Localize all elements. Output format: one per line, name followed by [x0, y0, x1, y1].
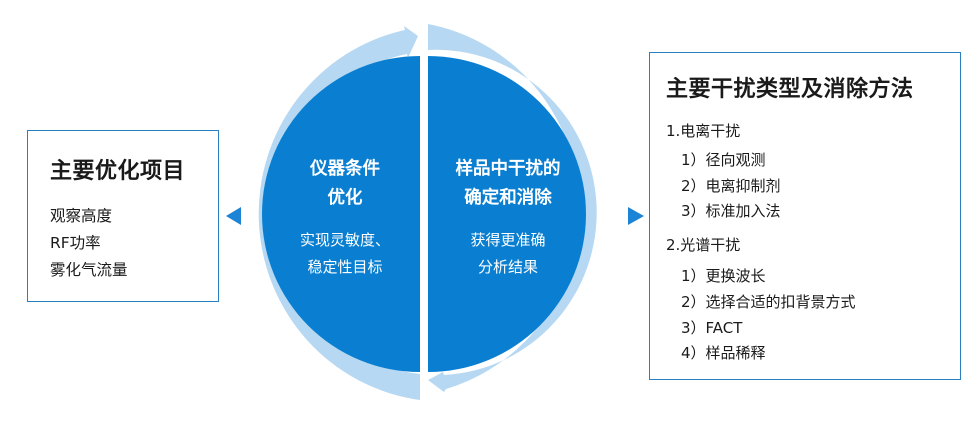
- right-half-disc: [428, 56, 586, 372]
- optimization-item: RF功率: [50, 234, 101, 252]
- list-item: 4）样品稀释: [681, 344, 766, 362]
- list-item: 2）电离抑制剂: [681, 177, 781, 195]
- list-item: 1）更换波长: [681, 267, 766, 285]
- right-half-subtitle-line-1: 获得更准确: [470, 231, 545, 249]
- left-half-title-line-1: 仪器条件: [309, 158, 380, 179]
- optimization-items-panel: 主要优化项目 观察高度 RF功率 雾化气流量: [27, 130, 219, 302]
- list-item: 3）标准加入法: [681, 202, 781, 220]
- left-half-subtitle-line-2: 稳定性目标: [307, 258, 382, 276]
- right-half-subtitle-line-2: 分析结果: [478, 258, 538, 276]
- list-item: 2）选择合适的扣背景方式: [681, 293, 856, 311]
- right-half-title-line-2: 确定和消除: [464, 187, 552, 208]
- right-half-title-line-1: 样品中干扰的: [456, 158, 561, 179]
- left-pointer-triangle: [226, 207, 241, 225]
- section-heading-spectral: 2.光谱干扰: [666, 236, 741, 254]
- optimization-item: 观察高度: [50, 207, 113, 225]
- left-half-disc: [262, 56, 420, 372]
- left-half-title-line-2: 优化: [328, 187, 363, 208]
- interference-types-panel: 主要干扰类型及消除方法 1.电离干扰 1）径向观测 2）电离抑制剂 3）标准加入…: [649, 52, 961, 380]
- list-item: 1）径向观测: [681, 151, 766, 169]
- left-half-subtitle-line-1: 实现灵敏度、: [300, 231, 390, 249]
- optimization-panel-title: 主要优化项目: [50, 159, 186, 184]
- optimization-item: 雾化气流量: [50, 261, 128, 279]
- list-item: 3）FACT: [681, 319, 743, 337]
- section-heading-ionization: 1.电离干扰: [666, 122, 741, 140]
- interference-panel-title: 主要干扰类型及消除方法: [666, 77, 914, 102]
- right-pointer-triangle: [628, 207, 644, 225]
